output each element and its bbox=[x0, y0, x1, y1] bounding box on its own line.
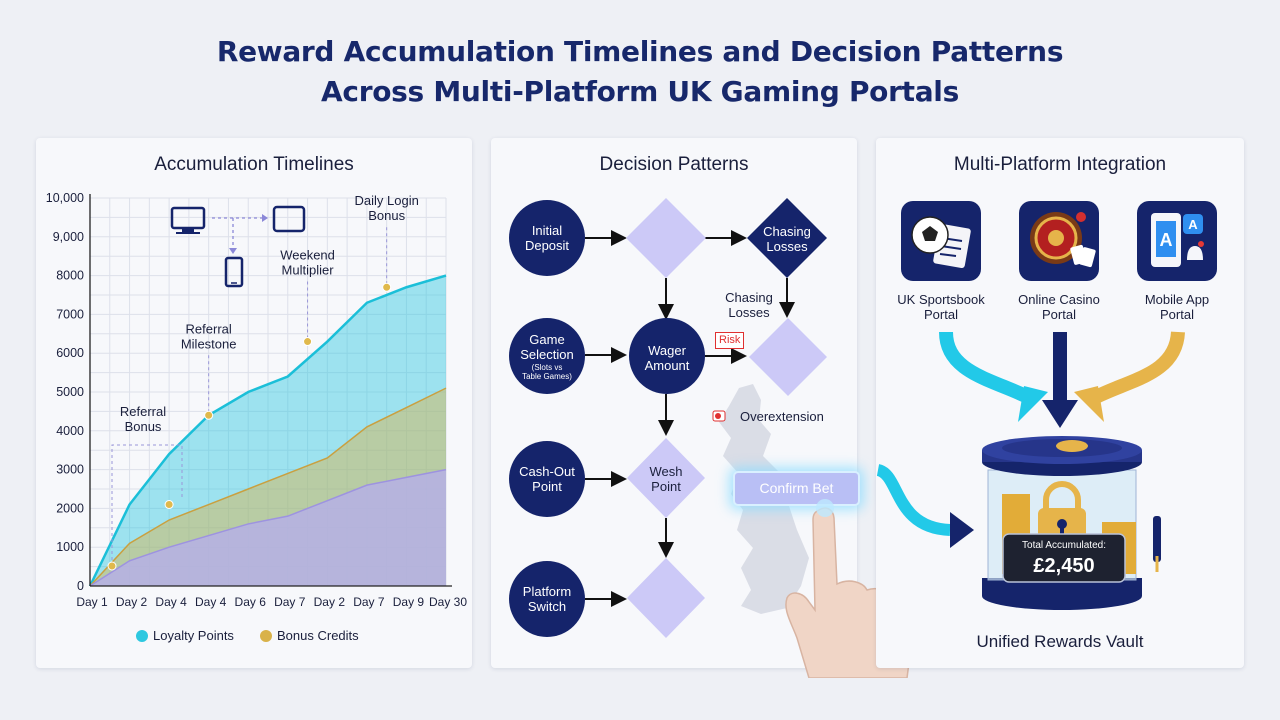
x-tick-label: Day 2 bbox=[116, 595, 148, 609]
sportsbook-icon bbox=[911, 216, 971, 268]
initial-deposit-node bbox=[509, 200, 585, 276]
svg-text:A: A bbox=[1188, 217, 1198, 232]
risk-diamond bbox=[749, 318, 827, 396]
svg-text:A: A bbox=[1160, 230, 1173, 250]
legend-loyalty: Loyalty Points bbox=[136, 628, 234, 643]
x-tick-label: Day 6 bbox=[235, 595, 267, 609]
annotation-label: Multiplier bbox=[282, 263, 335, 278]
y-tick-label: 3000 bbox=[56, 463, 84, 477]
game-selection-label: Game Selection bbox=[520, 332, 574, 362]
legend-bonus-swatch bbox=[260, 630, 272, 642]
total-accumulated-label: Total Accumulated: bbox=[1022, 540, 1106, 551]
wager-amount-node bbox=[629, 318, 705, 394]
wager-amount-label: Wager Amount bbox=[644, 343, 690, 373]
x-tick-label: Day 4 bbox=[155, 595, 187, 609]
chasing-losses-diamond bbox=[747, 198, 827, 278]
series-area-2 bbox=[90, 469, 446, 586]
tablet-icon bbox=[272, 205, 306, 233]
decision-flow bbox=[509, 198, 827, 638]
annotation-label: Referral bbox=[120, 404, 166, 419]
accumulation-chart: 0 1000 2000 3000 4000 5000 6000 7000 8000 9,000 10… bbox=[46, 191, 468, 609]
platform-switch-label: Platform Switch bbox=[522, 584, 572, 614]
page-title: Reward Accumulation Timelines and Decisi… bbox=[0, 32, 1280, 112]
initial-deposit-label: Initial Deposit bbox=[524, 223, 570, 253]
x-tick-label: Day 1 bbox=[76, 595, 108, 609]
overextension-label: Overextension bbox=[740, 409, 824, 424]
x-tick-label: Day 7 bbox=[274, 595, 306, 609]
confirm-bet-button[interactable]: Confirm Bet bbox=[733, 471, 860, 506]
x-tick-label: Day 7 bbox=[353, 595, 385, 609]
y-tick-label: 9,000 bbox=[53, 230, 84, 244]
timelines-title: Accumulation Timelines bbox=[154, 154, 354, 175]
milestone-marker bbox=[204, 410, 214, 420]
milestone-marker bbox=[382, 282, 392, 292]
incoming-flow-arrow bbox=[876, 464, 951, 536]
annotation-label: Bonus bbox=[125, 419, 162, 434]
vault-caption: Unified Rewards Vault bbox=[976, 632, 1144, 651]
chasing-losses-diamond-label: Chasing Losses bbox=[763, 224, 811, 254]
roulette-icon bbox=[1030, 212, 1096, 268]
title-line-2: Across Multi-Platform UK Gaming Portals bbox=[321, 75, 959, 108]
mobile-label: Mobile App Portal bbox=[1144, 292, 1210, 322]
timelines-panel: Accumulation Timelines 0 1000 2000 3000 4000… bbox=[36, 138, 472, 668]
decision-diamond-1 bbox=[626, 198, 706, 278]
sportsbook-label: UK Sportsbook Portal bbox=[897, 292, 985, 322]
rewards-vault bbox=[982, 436, 1161, 610]
cyan-flow-arrow bbox=[939, 331, 1038, 407]
series-line-0 bbox=[88, 274, 447, 587]
game-selection-sublabel: (Slots vs Table Games) bbox=[522, 363, 572, 381]
annotation-label: Referral bbox=[186, 321, 232, 336]
y-tick-label: 2000 bbox=[56, 501, 84, 515]
x-tick-label: Day 2 bbox=[314, 595, 346, 609]
gold-flow-arrow bbox=[1086, 331, 1185, 407]
casino-label: Online Casino Portal bbox=[1018, 292, 1100, 322]
integration-panel: Multi-Platform Integration A bbox=[876, 138, 1244, 668]
x-tick-label: Day 9 bbox=[393, 595, 425, 609]
wesh-point-label: Wesh Point bbox=[649, 464, 683, 494]
warning-flag-icon bbox=[712, 410, 726, 422]
desktop-icon bbox=[170, 206, 206, 234]
y-tick-label: 0 bbox=[77, 579, 84, 593]
y-tick-label: 5000 bbox=[56, 385, 84, 399]
integration-diagram: A A bbox=[876, 201, 1217, 610]
y-tick-label: 1000 bbox=[56, 540, 84, 554]
milestone-marker bbox=[107, 561, 117, 571]
cash-out-node bbox=[509, 441, 585, 517]
y-tick-label: 7000 bbox=[56, 307, 84, 321]
x-tick-label: Day 4 bbox=[195, 595, 227, 609]
legend-bonus: Bonus Credits bbox=[260, 628, 359, 643]
series-line-2 bbox=[89, 468, 447, 587]
y-tick-label: 6000 bbox=[56, 346, 84, 360]
chasing-losses-label: Chasing Losses bbox=[725, 290, 773, 320]
annotation-label: Milestone bbox=[181, 336, 237, 351]
milestone-marker bbox=[303, 337, 313, 347]
decisions-title: Decision Patterns bbox=[599, 154, 749, 175]
risk-badge: Risk bbox=[715, 332, 745, 349]
integration-title: Multi-Platform Integration bbox=[953, 154, 1167, 175]
cash-out-label: Cash-Out Point bbox=[519, 464, 575, 494]
device-sync-arrows bbox=[212, 217, 264, 250]
annotation-label: Weekend bbox=[280, 248, 335, 263]
x-tick-label: Day 30 bbox=[429, 595, 467, 609]
decision-diamond-5 bbox=[627, 558, 705, 638]
y-tick-label: 10,000 bbox=[46, 191, 84, 205]
annotation-leader bbox=[111, 444, 183, 566]
annotation-label: Bonus bbox=[368, 208, 405, 223]
y-tick-label: 4000 bbox=[56, 424, 84, 438]
milestone-marker bbox=[164, 500, 174, 510]
decisions-panel: Decision Patterns bbox=[491, 138, 914, 678]
title-line-1: Reward Accumulation Timelines and Decisi… bbox=[216, 35, 1064, 68]
legend-loyalty-label: Loyalty Points bbox=[153, 628, 234, 643]
game-selection-node bbox=[509, 318, 585, 394]
wesh-point-diamond bbox=[627, 438, 705, 518]
platform-switch-node bbox=[509, 561, 585, 637]
y-tick-label: 8000 bbox=[56, 269, 84, 283]
smartphone-icon bbox=[224, 256, 244, 288]
legend-loyalty-swatch bbox=[136, 630, 148, 642]
series-line-1 bbox=[89, 387, 447, 587]
mobile-app-icon: A A bbox=[1151, 213, 1204, 267]
legend-bonus-label: Bonus Credits bbox=[277, 628, 359, 643]
total-accumulated-value: £2,450 bbox=[1033, 555, 1095, 577]
annotation-label: Daily Login bbox=[355, 193, 419, 208]
